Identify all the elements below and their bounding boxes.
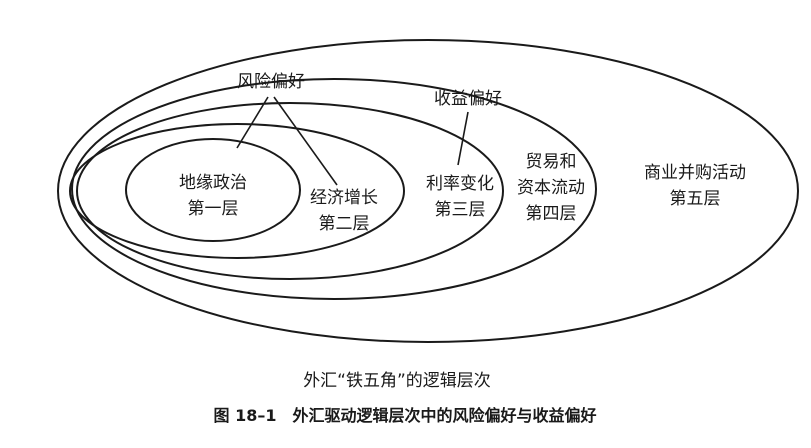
layer-1-label-line2: 第一层: [188, 199, 239, 219]
layer-4-ellipse: [71, 78, 597, 300]
layer-5-label-line2: 第五层: [670, 189, 721, 209]
layer-3-ellipse: [76, 102, 504, 280]
risk-to-layer2-line: [273, 96, 338, 186]
layer-5-label-line1: 商业并购活动: [644, 163, 746, 183]
return-to-layer3-line: [457, 111, 469, 166]
layer-4-label-line3: 第四层: [526, 204, 577, 224]
layer-2-ellipse: [69, 123, 405, 259]
risk-preference-label: 风险偏好: [237, 72, 305, 92]
layer-3-label-line2: 第三层: [435, 200, 486, 220]
risk-to-layer1-line: [236, 96, 269, 149]
layer-1-ellipse: [125, 138, 301, 242]
layer-4-label-line1: 贸易和: [526, 152, 577, 172]
diagram-subtitle: 外汇“铁五角”的逻辑层次: [303, 371, 491, 391]
layer-2-label-line1: 经济增长: [310, 188, 378, 208]
figure-caption: 图 18–1 外汇驱动逻辑层次中的风险偏好与收益偏好: [214, 406, 597, 425]
layer-5-ellipse: [57, 39, 799, 343]
layer-4-label-line2: 资本流动: [517, 178, 585, 198]
return-preference-label: 收益偏好: [434, 89, 502, 109]
layer-2-label-line2: 第二层: [319, 214, 370, 234]
layer-3-label-line1: 利率变化: [426, 174, 494, 194]
layer-1-label-line1: 地缘政治: [179, 173, 247, 193]
